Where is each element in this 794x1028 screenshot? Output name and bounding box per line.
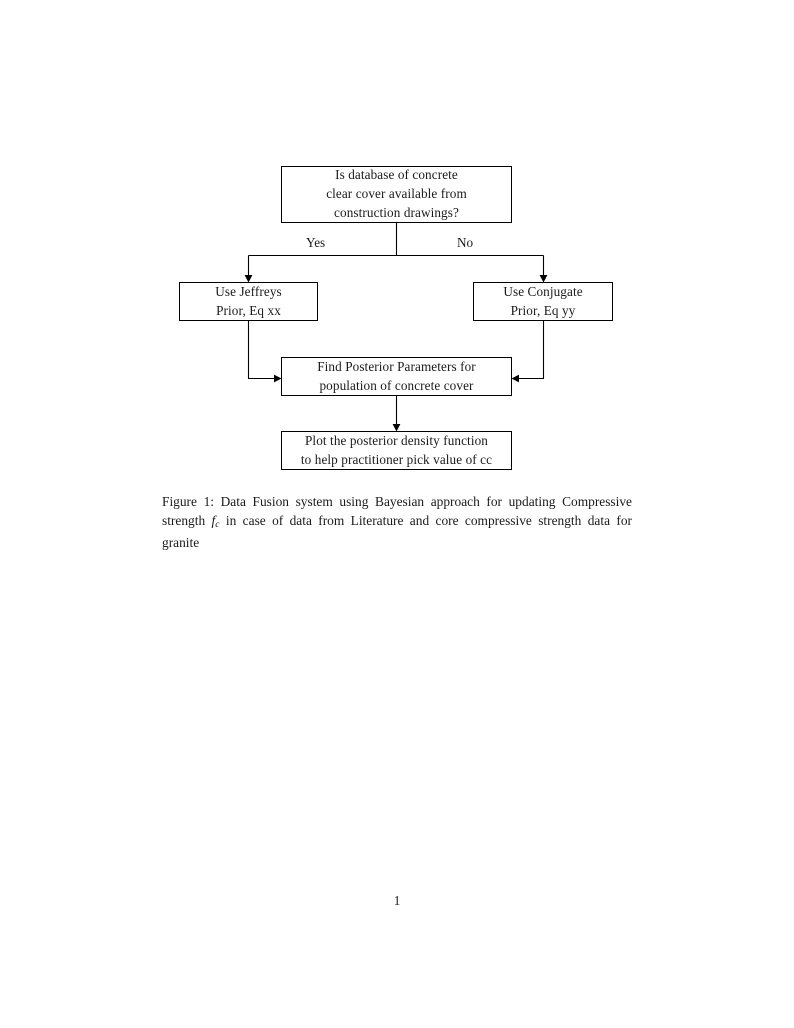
plot-density-node-line-2: to help practitioner pick value of cc: [300, 451, 493, 467]
jeffreys-prior-node: Use Jeffreys Prior, Eq xx: [179, 282, 318, 321]
find-posterior-node-line-2: population of concrete cover: [319, 377, 474, 393]
decision-node: Is database of concrete clear cover avai…: [281, 166, 512, 223]
math-subscript-c: c: [215, 519, 220, 531]
edge-jeffreys-to-posterior: [247, 321, 275, 380]
jeffreys-prior-node-line-1: Use Jeffreys: [215, 283, 282, 299]
flowchart-figure: Is database of concrete clear cover avai…: [0, 0, 794, 490]
conjugate-prior-node-line-2: Prior, Eq yy: [510, 302, 576, 318]
figure-caption: Figure 1: Data Fusion system using Bayes…: [162, 492, 632, 552]
plot-density-node-line-1: Plot the posterior density function: [305, 432, 488, 448]
find-posterior-node: Find Posterior Parameters for population…: [281, 357, 512, 396]
branch-label-yes: Yes: [306, 235, 326, 250]
figure-caption-math-fc: fc: [211, 513, 220, 531]
flowchart-connectors: [244, 223, 548, 432]
page-number: 1: [393, 893, 401, 908]
find-posterior-node-line-1: Find Posterior Parameters for: [317, 358, 476, 374]
arrowhead-conjugate-into-posterior: [511, 374, 519, 383]
conjugate-prior-node-line-1: Use Conjugate: [503, 283, 583, 299]
branch-label-no: No: [457, 235, 474, 250]
figure-caption-part1: Data Fusion system using Bayesian approa…: [162, 494, 632, 529]
conjugate-prior-node: Use Conjugate Prior, Eq yy: [473, 282, 613, 321]
jeffreys-prior-node-line-2: Prior, Eq xx: [216, 302, 281, 318]
edge-conjugate-to-posterior: [518, 321, 545, 380]
figure-caption-prefix: Figure 1:: [162, 494, 214, 509]
figure-caption-part2: in case of data from Literature and core…: [162, 513, 632, 550]
decision-node-line-2: clear cover available from: [326, 186, 467, 202]
decision-node-line-3: construction drawings?: [334, 204, 459, 220]
math-base-f: f: [211, 513, 216, 529]
decision-node-line-1: Is database of concrete: [335, 167, 458, 183]
plot-density-node: Plot the posterior density function to h…: [281, 431, 512, 470]
